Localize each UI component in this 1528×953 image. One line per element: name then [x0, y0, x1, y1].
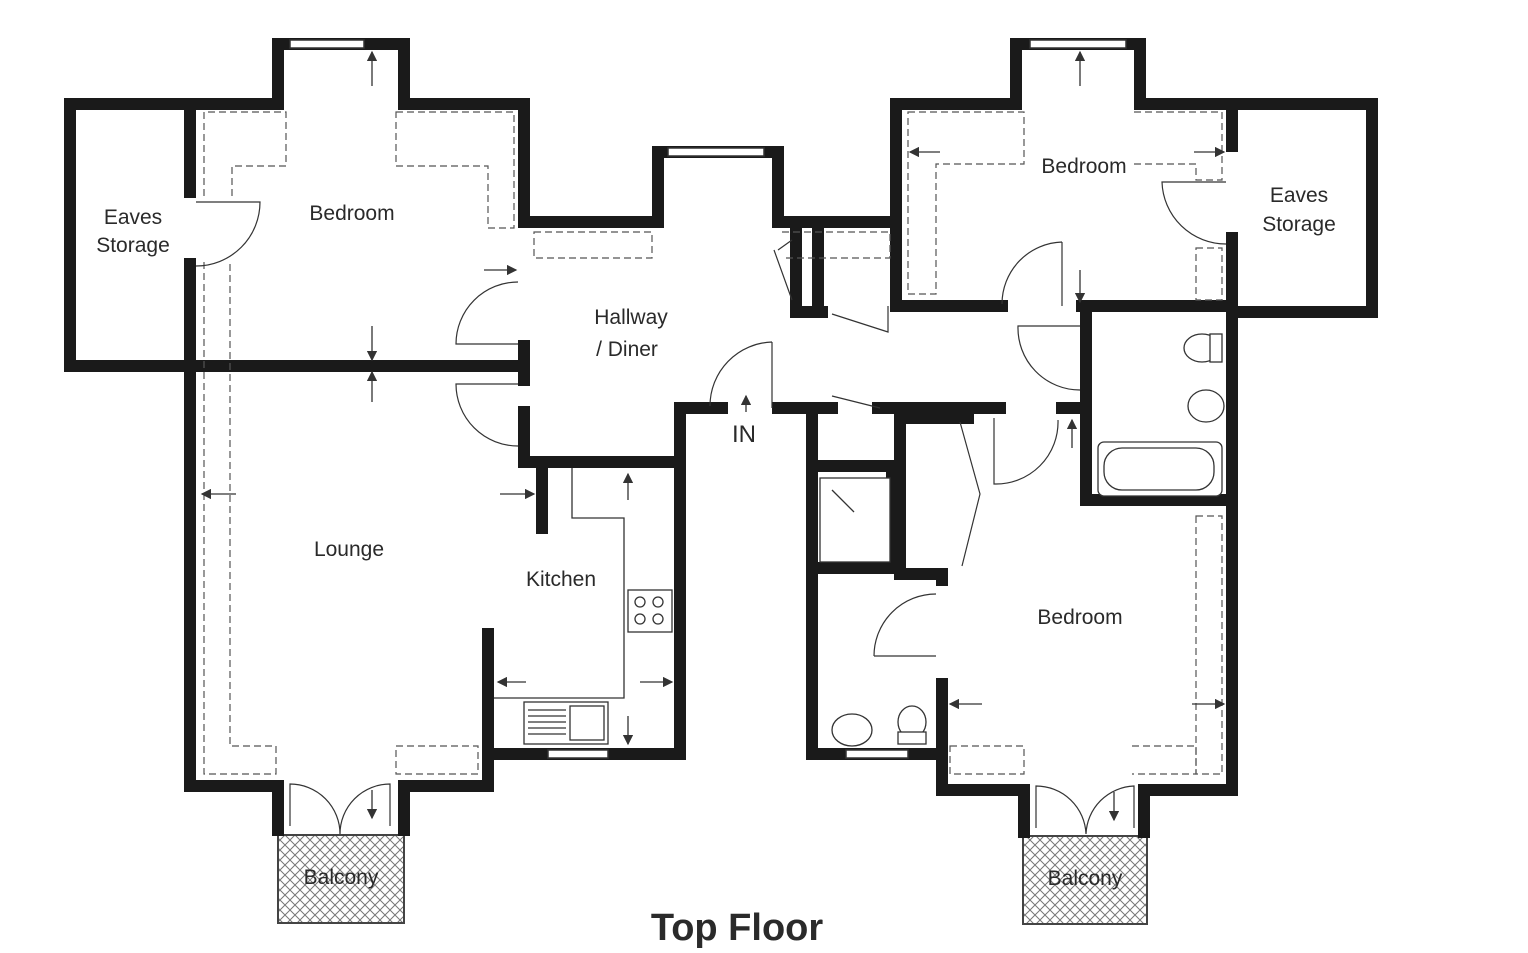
- room-labels: Eaves Storage Bedroom Hallway / Diner IN…: [96, 155, 1336, 949]
- right-eaves-label-2: Storage: [1262, 213, 1336, 236]
- windows: [289, 39, 1127, 759]
- right-eaves-label-1: Eaves: [1270, 184, 1328, 207]
- bathroom-fittings: [819, 333, 1225, 747]
- floor-title: Top Floor: [651, 907, 824, 949]
- left-eaves-label-1: Eaves: [104, 206, 162, 229]
- left-balcony: [277, 834, 405, 924]
- right-bedroom-bottom-label: Bedroom: [1037, 606, 1122, 629]
- left-bedroom-label: Bedroom: [309, 202, 394, 225]
- kitchen-label: Kitchen: [526, 568, 596, 591]
- dashed-outlines: [203, 111, 1223, 775]
- kitchen-fittings: [494, 468, 673, 745]
- right-unit-walls: [772, 38, 1378, 838]
- entrance-label: IN: [732, 421, 756, 448]
- right-bedroom-top-label: Bedroom: [1041, 155, 1126, 178]
- dimension-arrows: [200, 50, 1226, 822]
- doors: [195, 181, 1227, 835]
- hallway-label-1: Hallway: [594, 306, 668, 329]
- lounge-label: Lounge: [314, 538, 384, 561]
- right-balcony-label: Balcony: [1048, 867, 1123, 890]
- left-eaves-label-2: Storage: [96, 234, 170, 257]
- left-balcony-label: Balcony: [304, 866, 379, 889]
- left-unit-walls: [64, 38, 902, 836]
- right-balcony: [1022, 835, 1148, 925]
- hallway-label-2: / Diner: [596, 338, 658, 361]
